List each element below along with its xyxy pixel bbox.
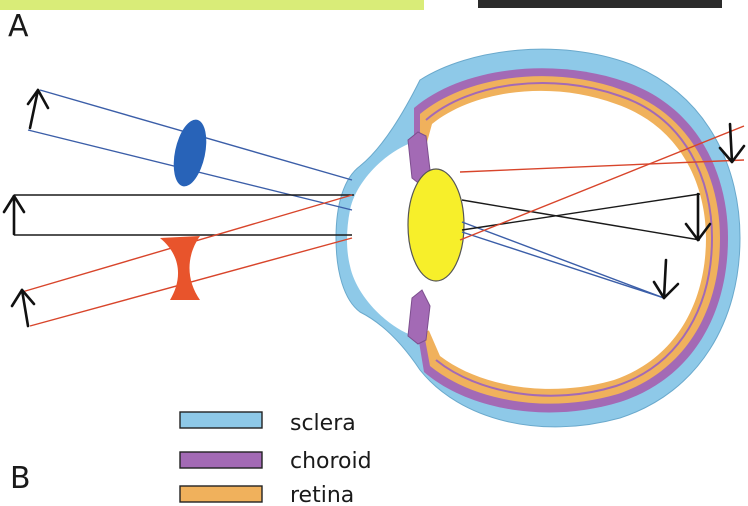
top-right-strip [478, 0, 722, 8]
crystalline-lens [408, 169, 464, 281]
legend-swatch-retina [180, 486, 262, 502]
legend: sclera choroid retina [180, 411, 372, 506]
legend-swatch-choroid [180, 452, 262, 468]
arrow-up-icon [12, 290, 34, 326]
panel-label-b: B [10, 461, 31, 496]
top-banner [0, 0, 424, 10]
convex-lens-icon [168, 117, 211, 190]
panel-label-a: A [8, 9, 29, 44]
concave-lens-icon [160, 236, 200, 300]
arrow-up-icon [28, 90, 48, 128]
legend-label-retina: retina [290, 483, 354, 506]
arrow-up-icon [4, 196, 24, 234]
legend-label-sclera: sclera [290, 411, 356, 436]
legend-swatch-sclera [180, 412, 262, 428]
legend-label-choroid: choroid [290, 449, 372, 474]
eyeball [336, 49, 740, 427]
